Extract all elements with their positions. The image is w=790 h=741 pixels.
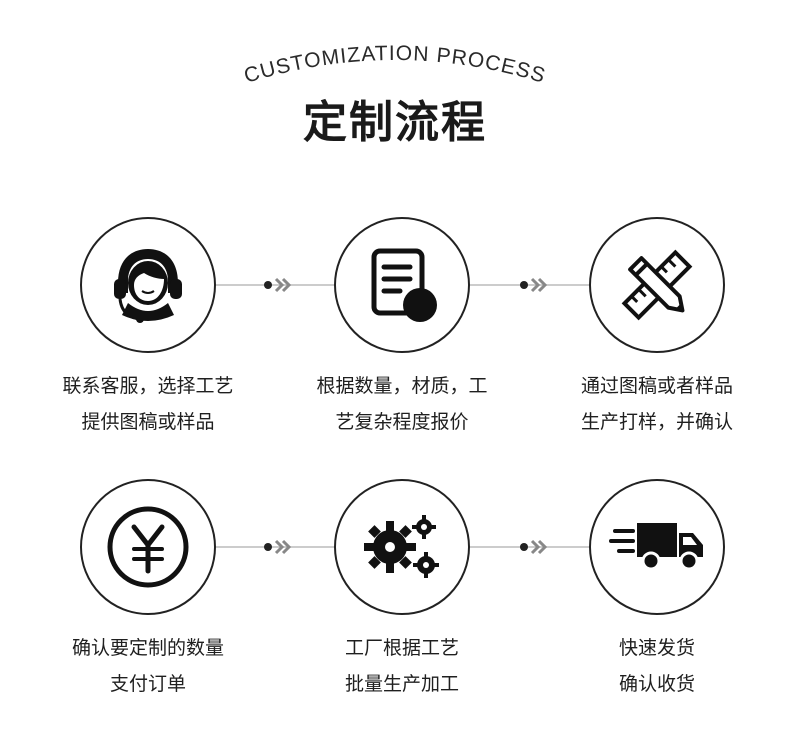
connector-1-2 [216,277,334,293]
step-6-line-2: 确认收货 [618,673,695,695]
step-2-caption: 根据数量，材质，工 艺复杂程度报价 [272,368,532,440]
step-4-line-2: 支付订单 [109,673,186,695]
step-2-line-1: 根据数量，材质，工 [316,375,488,397]
connector-2-3 [470,277,589,293]
step-2-line-2: 艺复杂程度报价 [335,411,469,433]
delivery-truck-icon [609,523,703,571]
step-5-line-2: 批量生产加工 [344,673,459,695]
ruler-pencil-icon [621,249,693,321]
step-5-line-1: 工厂根据工艺 [344,637,459,659]
step-4-caption: 确认要定制的数量 支付订单 [18,630,278,702]
step-3-line-2: 生产打样，并确认 [580,411,733,433]
connector-5-6 [470,539,589,555]
step-2-circle [334,217,470,353]
headset-support-icon [114,249,182,323]
step-4-circle [80,479,216,615]
svg-text:CUSTOMIZATION PROCESS: CUSTOMIZATION PROCESS [241,42,548,88]
subtitle-arc: CUSTOMIZATION PROCESS [241,42,548,88]
document-list-icon [371,248,437,322]
connector-4-5 [216,539,334,555]
step-5-caption: 工厂根据工艺 批量生产加工 [272,630,532,702]
step-4-line-1: 确认要定制的数量 [71,637,224,659]
step-6-circle [589,479,725,615]
page-title: 定制流程 [303,97,487,148]
step-5-circle [334,479,470,615]
step-6-caption: 快速发货 确认收货 [527,630,787,702]
subtitle-text: CUSTOMIZATION PROCESS [241,42,547,88]
step-3-line-1: 通过图稿或者样品 [580,375,733,397]
step-3-circle [589,217,725,353]
yen-coin-icon [107,506,189,588]
step-1-line-1: 联系客服，选择工艺 [62,375,234,397]
step-6-line-1: 快速发货 [618,637,695,659]
step-1-circle [80,217,216,353]
step-3-caption: 通过图稿或者样品 生产打样，并确认 [527,368,787,440]
gears-icon [364,515,439,578]
step-1-line-2: 提供图稿或样品 [81,411,215,433]
step-1-caption: 联系客服，选择工艺 提供图稿或样品 [18,368,278,440]
